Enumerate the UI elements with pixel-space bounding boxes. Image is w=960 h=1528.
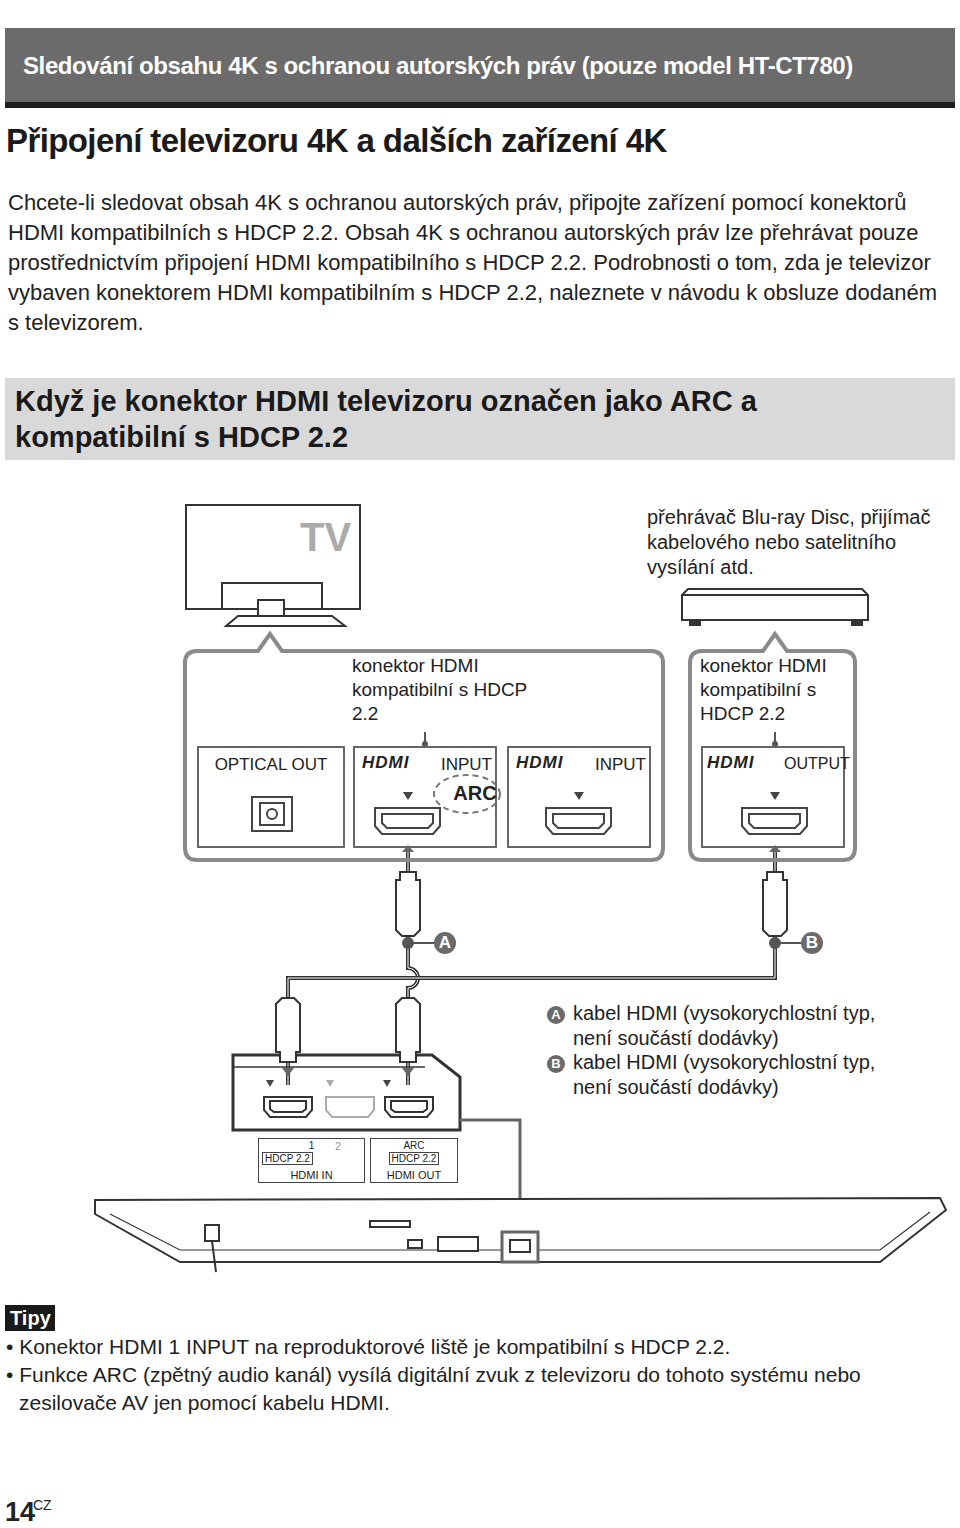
tip-item: • Konektor HDMI 1 INPUT na reproduktorov…: [6, 1333, 954, 1361]
page-title: Připojení televizoru 4K a dalších zaříze…: [6, 120, 954, 161]
legend-text: kabel HDMI (vysokorychlostní typ, není s…: [573, 1050, 918, 1100]
hdmi-port: [375, 808, 807, 834]
cable-callout: A: [434, 932, 456, 954]
node-text: INPUT: [595, 754, 651, 775]
optical-port: [252, 797, 292, 831]
device-name: TV: [300, 512, 360, 562]
boxed-text: HDCP 2.2: [262, 1152, 313, 1165]
node-text: HDCP 2.2: [370, 1152, 458, 1165]
node-text: HDMI IN: [258, 1169, 365, 1182]
hdmi-cable: [288, 848, 775, 1085]
node-text: konektor HDMI kompatibilní s HDCP 2.2: [352, 654, 532, 726]
node-text: HDCP 2.2: [262, 1152, 332, 1165]
hdmi-in-box: 1HDCP 2.2HDMI IN: [258, 1085, 365, 1185]
soundbar-connector-panel: 21HDCP 2.2HDMI INARCHDCP 2.2HDMI OUT: [233, 1055, 460, 1185]
tv-connector-panel: konektor HDMI kompatibilní s HDCP 2.2OPT…: [185, 650, 663, 860]
arc-dashed-ring: [434, 775, 500, 813]
cable-callout: B: [801, 932, 823, 954]
tip-item: • Funkce ARC (zpětný audio kanál) vysílá…: [6, 1361, 954, 1417]
legend-text: kabel HDMI (vysokorychlostní typ, není s…: [573, 1001, 918, 1051]
soundbar-illustration: [95, 1198, 946, 1272]
tv-panel-outline: [185, 634, 663, 860]
panel-edge: [233, 1066, 425, 1068]
page-locale: CZ: [33, 1497, 63, 1515]
cable-highlight: [288, 848, 775, 1085]
body-text: Chcete-li sledovat obsah 4K s ochranou a…: [8, 188, 953, 338]
hdmi-logo: HDMI: [707, 752, 777, 773]
player-panel-outline: [690, 634, 855, 860]
node-text: konektor HDMI kompatibilní s HDCP 2.2: [700, 654, 855, 726]
hdmi-out-box: ARCHDCP 2.2HDMI OUT: [370, 1085, 458, 1185]
node-text: ARC: [370, 1140, 458, 1152]
node-text: HDMI OUT: [370, 1169, 458, 1182]
node-text: OPTICAL OUT: [199, 754, 343, 775]
header-band: Sledování obsahu 4K s ochranou autorskýc…: [5, 28, 955, 108]
node-text: OUTPUT: [784, 754, 846, 774]
node-text: Sledování obsahu 4K s ochranou autorskýc…: [23, 51, 948, 81]
node-text: INPUT: [441, 754, 497, 775]
boxed-text: HDCP 2.2: [389, 1152, 440, 1165]
tips-heading: Tipy: [5, 1305, 55, 1331]
node-text: 1: [258, 1140, 365, 1152]
player-illustration: [682, 589, 868, 625]
hdmi-logo: HDMI: [362, 752, 432, 773]
soundbar-panel-outline: [233, 1055, 460, 1130]
node-text: 2: [335, 1140, 347, 1154]
node-text: ARC: [452, 781, 498, 806]
soundbar-hdmi-port: [264, 1097, 433, 1117]
node-text: Když je konektor HDMI televizoru označen…: [15, 383, 935, 455]
subheading-band: Když je konektor HDMI televizoru označen…: [5, 378, 955, 460]
cable-marker-line: [775, 942, 801, 944]
cable-marker-line: [408, 942, 434, 944]
soundbar-hdmi-port-unused: [326, 1097, 374, 1117]
device-caption: přehrávač Blu-ray Disc, přijímač kabelov…: [647, 505, 947, 580]
callout-letter: A: [547, 1006, 565, 1024]
hdmi-logo: HDMI: [516, 752, 586, 773]
tv-illustration: [186, 505, 360, 626]
callout-letter: B: [547, 1055, 565, 1073]
optical-port-box: OPTICAL OUT: [197, 746, 345, 848]
